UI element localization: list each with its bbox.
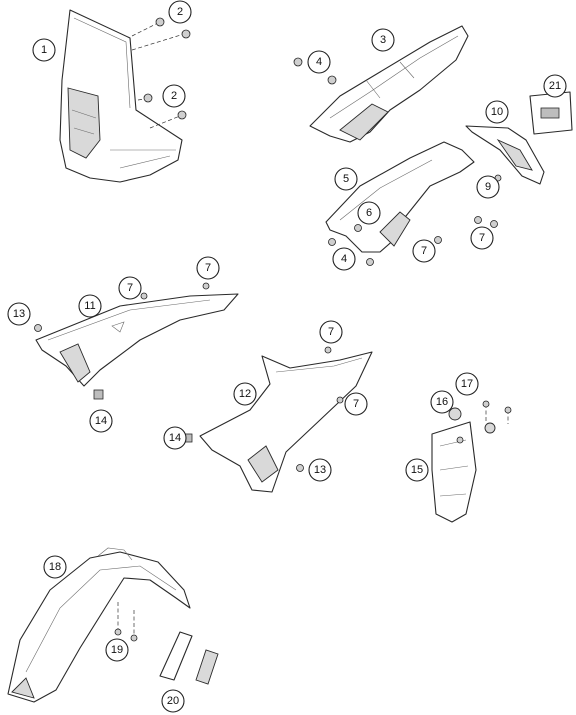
callout-label: 7 <box>479 232 485 244</box>
part-1-fasteners <box>131 17 191 129</box>
part-front-fender <box>7 547 191 703</box>
part-radiator-shroud-left <box>35 293 239 387</box>
callout-label: 1 <box>41 44 47 56</box>
callout-label: 12 <box>239 388 251 400</box>
callout: 14 <box>163 426 187 450</box>
callout: 19 <box>105 638 129 662</box>
callout-label: 4 <box>341 253 347 265</box>
callout-label: 2 <box>177 6 183 18</box>
part-rear-fender <box>309 25 469 143</box>
callout: 18 <box>43 555 67 579</box>
callout-label: 21 <box>549 80 561 92</box>
part-radiator-shroud-right <box>199 351 373 493</box>
callout-label: 4 <box>316 56 322 68</box>
part-front-number-plate <box>59 9 183 183</box>
callout: 7 <box>319 320 343 344</box>
callout: 7 <box>344 392 368 416</box>
callout-label: 6 <box>366 207 372 219</box>
callout-label: 14 <box>169 432 181 444</box>
callout: 4 <box>307 50 331 74</box>
callout: 5 <box>334 167 358 191</box>
callout: 21 <box>543 74 567 98</box>
callout-label: 3 <box>380 34 386 46</box>
callout: 7 <box>196 256 220 280</box>
callout-label: 11 <box>84 300 95 312</box>
callout: 14 <box>89 409 113 433</box>
part-fork-protector-hardware <box>448 400 512 434</box>
callout: 1 <box>32 38 56 62</box>
callout-label: 5 <box>343 173 349 185</box>
callout: 4 <box>332 247 356 271</box>
callout: 2 <box>168 0 192 24</box>
callout: 3 <box>371 28 395 52</box>
part-fender-decals <box>159 631 219 685</box>
part-license-plate-bracket <box>529 91 573 135</box>
callout: 15 <box>405 458 429 482</box>
callout: 11 <box>78 294 102 318</box>
callout-label: 19 <box>111 644 123 656</box>
callout: 20 <box>161 689 185 713</box>
part-rear-light-holder <box>465 125 545 185</box>
part-5-fasteners <box>328 174 502 266</box>
callout: 13 <box>7 302 31 326</box>
part-18-screws <box>114 602 138 642</box>
callout: 7 <box>412 239 436 263</box>
part-11-fasteners <box>34 282 210 400</box>
callout-label: 2 <box>171 90 177 102</box>
callout-label: 17 <box>461 378 473 390</box>
callout-label: 16 <box>436 396 448 408</box>
callout-label: 7 <box>353 398 359 410</box>
callout: 2 <box>162 84 186 108</box>
callout: 13 <box>308 458 332 482</box>
callout-label: 13 <box>314 464 326 476</box>
callout-label: 7 <box>205 262 211 274</box>
callout-label: 9 <box>485 181 491 193</box>
part-fork-protector <box>431 421 477 523</box>
callout: 17 <box>455 372 479 396</box>
callout-label: 10 <box>491 106 503 118</box>
callout: 7 <box>118 276 142 300</box>
part-rear-side-panel <box>325 141 475 253</box>
callout-label: 13 <box>13 308 25 320</box>
callout-label: 15 <box>411 464 423 476</box>
callout-label: 7 <box>127 282 133 294</box>
callout-label: 7 <box>328 326 334 338</box>
callout-label: 14 <box>95 415 107 427</box>
callout-label: 7 <box>421 245 427 257</box>
callout-label: 18 <box>49 561 61 573</box>
callout: 12 <box>233 382 257 406</box>
callout: 6 <box>357 201 381 225</box>
callout-label: 20 <box>167 695 179 707</box>
callout: 9 <box>476 175 500 199</box>
callout: 16 <box>430 390 454 414</box>
callout: 7 <box>470 226 494 250</box>
callout: 10 <box>485 100 509 124</box>
part-3-nuts <box>293 57 337 85</box>
